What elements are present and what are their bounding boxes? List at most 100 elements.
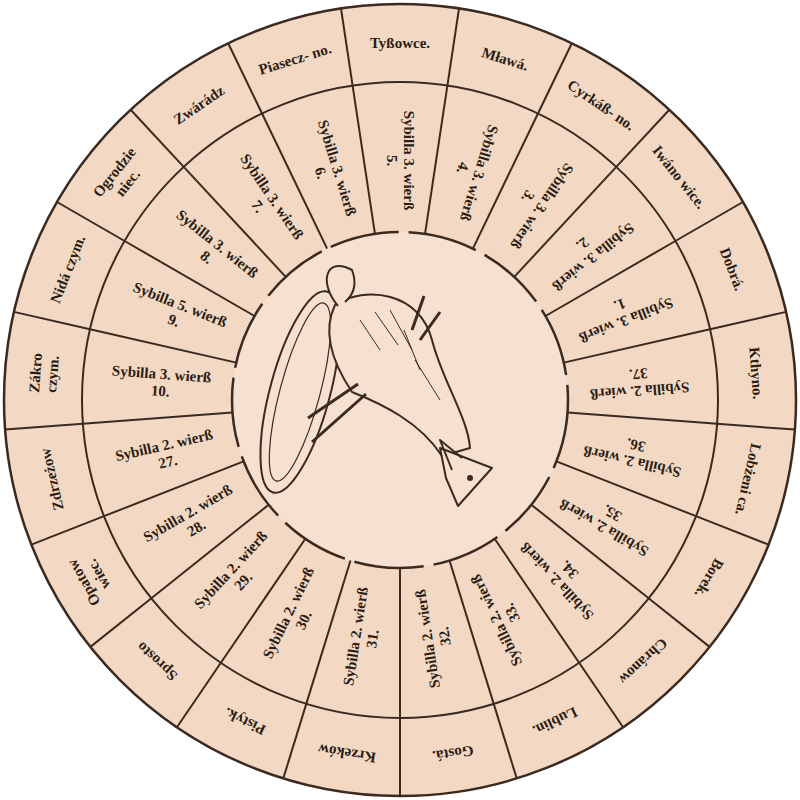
place-name-cell: Nidá czym. <box>46 230 90 309</box>
segment-divider <box>494 704 517 779</box>
segment-divider <box>399 718 401 796</box>
place-name-cell: Chránow <box>609 629 677 694</box>
verse-reference-cell: Sybilla 2. wierß 32. <box>412 585 460 689</box>
place-name: Opatow wiec. <box>57 536 125 620</box>
place-name-cell: Krzeków <box>307 739 387 767</box>
verse-reference: Sybilla 3. wierß 5. <box>384 110 417 210</box>
verse-reference: Sybilla 3. wierß 2. <box>538 206 637 294</box>
verse-reference-cell: Sybilla 3. wierß 10. <box>110 362 212 402</box>
place-name: Gostá. <box>413 739 493 767</box>
place-name-cell: Zákro czym. <box>25 333 64 413</box>
verse-reference: Sybilla 2. wierß 27. <box>114 426 219 480</box>
place-name: Krzeków <box>307 739 387 767</box>
segment-divider <box>710 312 786 329</box>
place-name-cell: Zwárádz <box>162 76 236 134</box>
place-name-cell: Gostá. <box>413 739 493 767</box>
verse-reference: Sybilla 2. wierß 37. <box>588 362 690 402</box>
fox-hatching <box>360 310 440 400</box>
place-name: Mławá. <box>466 39 545 78</box>
place-name-cell: Kthyno. <box>745 334 767 413</box>
verse-reference-cell: Sybilla 3. wierß 7. <box>223 151 307 252</box>
verse-reference-cell: Sybilla 2. wierß 30. <box>259 564 332 668</box>
place-name-cell: Pistyk. <box>206 697 283 746</box>
fox-ear <box>440 440 462 470</box>
segment-divider <box>57 202 125 241</box>
verse-reference-cell: Sybilla 2. wierß 35. <box>556 481 659 560</box>
place-name-cell: Dobrá. <box>710 230 754 309</box>
segment-divider <box>538 43 572 113</box>
segment-divider <box>83 413 233 424</box>
place-name: Piasecz- no. <box>255 39 334 78</box>
verse-reference-cell: Sybilla 3. wierß 4. <box>440 118 501 223</box>
place-name-cell: Ogrodzie niec. <box>84 137 158 219</box>
place-name: Lobżeni ca. <box>731 440 764 520</box>
ring-divider <box>82 82 718 718</box>
fox-illustration <box>244 266 492 506</box>
place-name-cell: Cyrkáß- no. <box>564 76 638 134</box>
verse-reference: Sybilla 2. wierß 34. <box>517 528 609 624</box>
verse-reference: Sybilla 2. wierß 30. <box>259 564 332 668</box>
verse-reference: Sybilla 2. wierß 35. <box>556 481 659 560</box>
verse-reference: Sybilla 2. wierß 36. <box>582 426 687 480</box>
verse-reference-cell: Sybilla 2. wierß 37. <box>588 362 690 402</box>
fox-tail <box>327 266 355 306</box>
place-name: Borek. <box>683 541 736 617</box>
segment-divider <box>675 202 743 241</box>
verse-reference: Sybilla 2. wierß 29. <box>191 528 283 624</box>
verse-reference: Sybilla 2. wierß 31. <box>340 585 388 689</box>
segment-divider <box>696 516 769 544</box>
verse-reference-cell: Sybilla 2. wierß 34. <box>517 528 609 624</box>
fox-eye <box>468 476 472 480</box>
segment-divider <box>177 663 221 727</box>
place-name-cell: Piasecz- no. <box>255 39 334 78</box>
segment-divider <box>283 704 306 779</box>
verse-reference: Sybilla 3. wierß 4. <box>440 118 501 223</box>
verse-reference-cell: Sybilla 3. wierß 2. <box>538 206 637 294</box>
segment-divider <box>228 43 262 113</box>
place-name: Cyrkáß- no. <box>564 76 638 134</box>
place-name: Sprosto <box>123 629 191 694</box>
verse-reference-cell: Sybilla 3. wierß 6. <box>299 118 360 223</box>
verse-reference-cell: Sybilla 3. wierß 5. <box>384 110 417 210</box>
verse-reference: Sybilla 2. wierß 28. <box>141 481 244 560</box>
segment-divider <box>31 516 104 544</box>
segment-divider <box>90 329 236 362</box>
fox-legs <box>308 296 440 442</box>
verse-reference-cell: Sybilla 2. wierß 29. <box>191 528 283 624</box>
outer-rim <box>4 4 796 796</box>
verse-reference: Sybilla 2. wierß 32. <box>412 585 460 689</box>
fox-head <box>440 448 492 506</box>
verse-reference-cell: Sybilla 2. wierß 28. <box>141 481 244 560</box>
place-name: Dobrá. <box>710 230 754 309</box>
verse-reference: Sybilla 3. wierß 1. <box>571 279 676 346</box>
place-name: Zdrzeżow <box>35 440 68 520</box>
segment-divider <box>447 8 459 85</box>
place-name: Pistyk. <box>206 697 283 746</box>
verse-reference-cell: Sybilla 3. wierß 8. <box>163 206 262 294</box>
segment-dividers <box>5 8 795 796</box>
place-name-cell: Lublin. <box>516 697 593 746</box>
verse-reference-cell: Sybilla 3. wierß 1. <box>571 279 676 346</box>
verse-reference-cell: Sybilla 2. wierß 36. <box>582 426 687 480</box>
verse-reference-cell: Sybilla 3. wierß 3. <box>493 151 577 252</box>
place-name-cell: Zdrzeżow <box>35 440 68 520</box>
place-name-cell: Mławá. <box>466 39 545 78</box>
place-name-cell: Sprosto <box>123 629 191 694</box>
place-name: Chránow <box>609 629 677 694</box>
verse-reference-cell: Sybilla 5. wierß 9. <box>124 279 229 346</box>
place-name-cell: Iwáno wice. <box>648 142 710 213</box>
segment-divider <box>399 568 401 718</box>
segment-divider <box>14 312 90 329</box>
segment-divider <box>425 86 447 234</box>
place-name: Tyßowce. <box>361 35 439 52</box>
center-ring <box>232 232 568 568</box>
verse-reference: Sybilla 3. wierß 6. <box>299 118 360 223</box>
segment-divider <box>5 424 83 430</box>
verse-reference-cell: Sybilla 2. wierß 31. <box>340 585 388 689</box>
place-name: Nidá czym. <box>46 230 90 309</box>
verse-reference: Sybilla 3. wierß 8. <box>163 206 262 294</box>
place-name: Lublin. <box>516 697 593 746</box>
segment-divider <box>568 413 718 424</box>
